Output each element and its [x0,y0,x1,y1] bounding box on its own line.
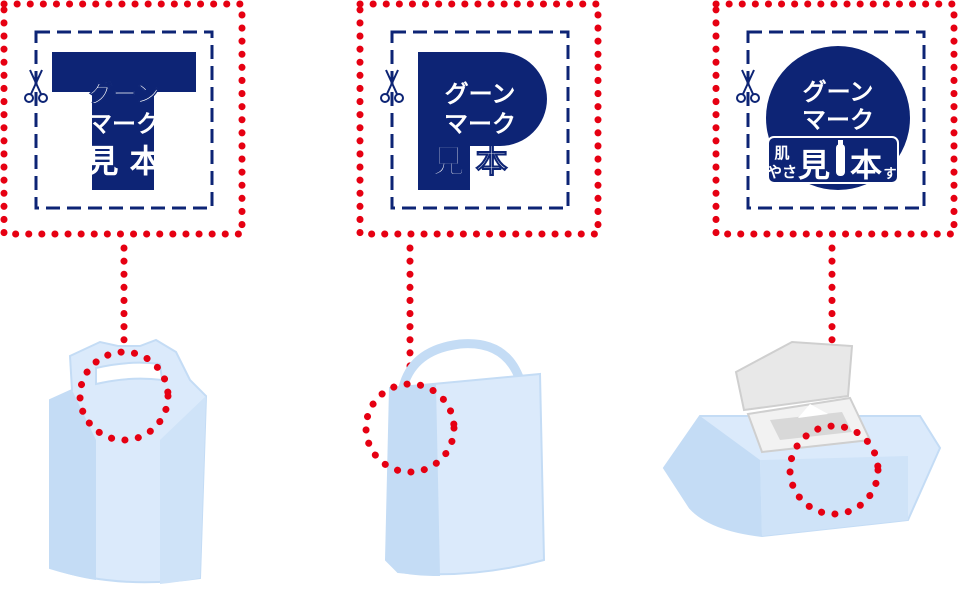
scissors-icon [736,69,760,103]
coupon-3-badge-box [767,136,899,184]
bottle-icon [836,140,845,176]
coupon-2-cut-line [390,30,570,210]
coupon-3-badge-left-bottom: やさ [767,163,797,181]
coupon-1-line1: グーン [89,80,160,108]
coupon-3-line3: 見 [798,146,830,184]
coupon-1: グーン マーク 見 本 [0,0,246,238]
package-diaper-box [362,339,546,576]
coupon-2-line1: グーン [445,80,516,108]
coupon-2-line2: マーク [444,110,516,138]
coupon-3-line2: マーク [802,106,874,134]
package-2-highlight [362,380,458,476]
coupon-1-dotted-frame [0,0,246,238]
coupon-1-line2: マーク [88,110,160,138]
coupon-2-dotted-frame [356,0,602,238]
coupon-1-line3: 見 本 [86,142,161,180]
wipes-lid [734,340,872,454]
coupon-3-line3b: 本 [850,146,882,184]
scissors-icon [24,69,48,103]
package-1-highlight [76,348,172,444]
coupon-3-cut-line [746,30,926,210]
p-shape-mark [418,52,547,190]
coupon-3: グーン マーク 肌 やさ 見 本 す [712,0,958,238]
coupon-3-badge-right: す [883,167,896,182]
package-3-highlight [786,422,882,518]
coupon-1-cut-line [34,30,214,210]
coupon-2-line3: 見 本 [432,142,507,180]
scissors-icon [380,69,404,103]
package-diaper-bag [49,338,208,584]
t-shape-mark [52,52,196,190]
coupon-3-dotted-frame [712,0,958,238]
package-wipes [662,340,942,538]
coupon-3-badge-left-top: 肌 [774,144,789,162]
coupon-2: グーン マーク 見 本 [356,0,602,238]
coupon-3-line1: グーン [803,78,874,106]
